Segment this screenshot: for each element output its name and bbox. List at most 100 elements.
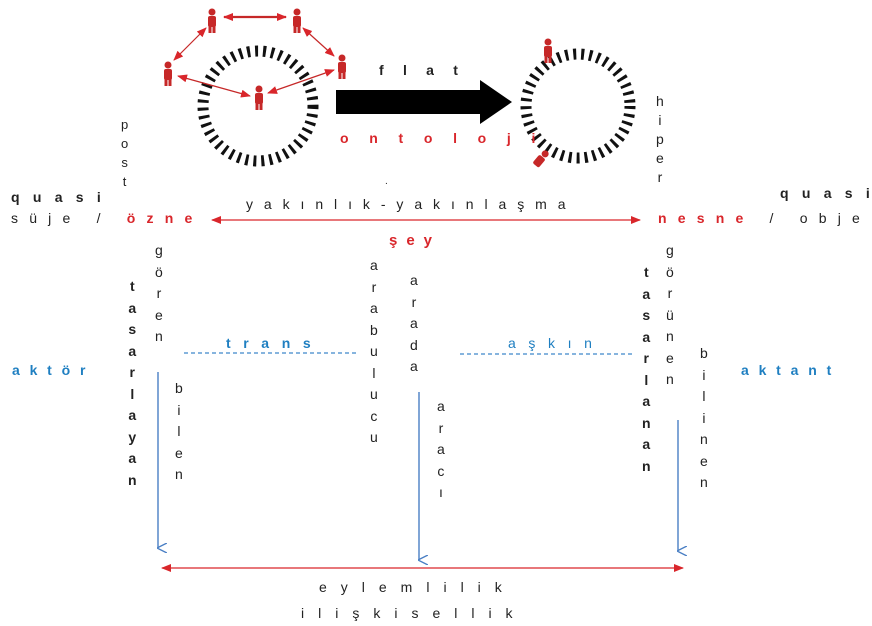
letter: a: [128, 299, 137, 316]
letter: a: [642, 393, 651, 409]
right-being-circle: [520, 38, 636, 168]
human-figure-icon: [164, 8, 346, 110]
letter: a: [370, 257, 378, 273]
letter: u: [370, 386, 378, 402]
letter: e: [700, 452, 708, 469]
letter: a: [410, 358, 418, 374]
letter: ı: [438, 484, 443, 500]
ozne-label: özne: [126, 210, 204, 226]
letter: a: [370, 300, 378, 316]
letter: r: [667, 285, 673, 301]
letter: e: [175, 444, 183, 461]
flat-arrow-icon: [336, 80, 512, 124]
letter: g: [155, 242, 163, 258]
letter: e: [666, 349, 674, 366]
letter: l: [177, 423, 181, 439]
letter: n: [128, 471, 137, 488]
letter: p: [121, 117, 129, 132]
letter: a: [642, 285, 651, 302]
letter: n: [155, 328, 163, 344]
letter: y: [128, 428, 137, 445]
relationality-label: ilişkisellik: [301, 605, 527, 621]
letter: n: [666, 328, 674, 344]
letter: t: [643, 264, 649, 280]
letter: ö: [666, 263, 674, 280]
letter: i: [658, 112, 662, 128]
letter: c: [370, 407, 378, 424]
letter: a: [128, 407, 137, 423]
letter: n: [175, 466, 183, 482]
letter: ü: [666, 306, 674, 323]
letter: p: [656, 131, 664, 147]
left-being-circle: [164, 8, 346, 167]
letter: r: [129, 364, 135, 380]
letter: a: [128, 450, 137, 466]
object-label: / obje: [754, 210, 872, 226]
letter: l: [372, 364, 376, 381]
letter: o: [121, 136, 129, 151]
letter: i: [702, 409, 706, 426]
flat-label: f l a t: [379, 62, 466, 78]
letter: r: [411, 293, 417, 310]
askin-label: aşkın: [508, 335, 605, 351]
letter: c: [437, 462, 445, 479]
thing-label: şey: [389, 232, 442, 249]
letter: n: [700, 474, 708, 490]
letter: e: [155, 306, 163, 323]
letter: s: [642, 307, 651, 323]
nesne-label: nesne: [658, 210, 755, 226]
letter: r: [643, 350, 649, 366]
agency-label: eylemlilik: [319, 579, 516, 595]
letter: e: [656, 150, 664, 166]
letter: n: [700, 431, 708, 447]
letter: r: [438, 419, 444, 436]
letter: s: [128, 321, 137, 337]
trans-label: trans: [226, 335, 324, 351]
letter: a: [410, 272, 418, 288]
letter: l: [130, 385, 135, 402]
letter: ö: [155, 263, 163, 280]
letter: b: [700, 345, 708, 361]
letter: r: [371, 278, 377, 295]
letter: a: [437, 441, 445, 457]
letter: u: [370, 429, 378, 445]
letter: d: [410, 336, 418, 353]
subject-label-group: süje / özne: [11, 210, 203, 226]
letter: a: [642, 328, 651, 345]
letter: a: [128, 342, 137, 359]
object-label-group: nesne / obje: [658, 210, 871, 226]
actor-label: aktör: [12, 362, 96, 378]
subject-label: süje /: [11, 210, 127, 226]
letter: r: [156, 285, 162, 301]
letter: n: [666, 371, 674, 387]
proximity-label: yakınlık-yakınlaşma: [246, 196, 577, 212]
letter: g: [666, 242, 674, 258]
letter: l: [644, 371, 649, 388]
right-quasi-label: quasi: [780, 185, 870, 201]
letter: u: [370, 343, 378, 359]
letter: i: [177, 401, 181, 418]
letter: s: [121, 155, 128, 170]
letter: i: [702, 366, 706, 383]
letter: b: [370, 321, 378, 338]
letter: b: [175, 380, 183, 396]
ontology-label: o n t o l o j i: [340, 130, 544, 146]
letter: t: [122, 174, 127, 189]
letter: h: [656, 93, 664, 109]
left-quasi-label: quasi: [11, 189, 115, 205]
letter: a: [410, 315, 418, 331]
actant-label: aktant: [741, 362, 842, 378]
